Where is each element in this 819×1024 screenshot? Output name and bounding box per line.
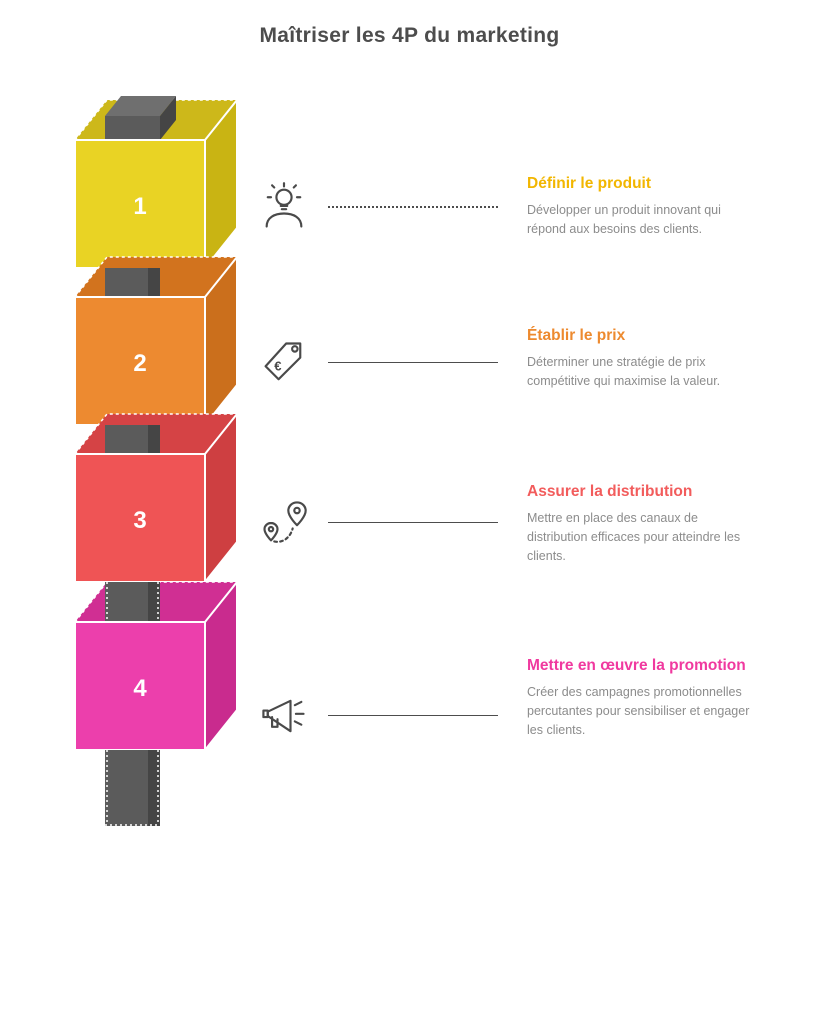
connector-line-1	[328, 206, 498, 208]
page-title: Maîtriser les 4P du marketing	[259, 24, 560, 47]
pillar-top-segment	[105, 96, 176, 140]
cube-step-3: 3	[73, 411, 239, 585]
pillar-top-face	[105, 96, 176, 116]
cube-tower: 1 2 3	[73, 96, 239, 826]
cube-step-1: 1	[73, 96, 239, 271]
step-description: Créer des campagnes promotionnelles perc…	[527, 685, 750, 737]
svg-text:€: €	[274, 359, 281, 374]
cube-number-1: 1	[133, 193, 146, 220]
innovation-bulb-person-icon	[258, 181, 310, 233]
step-description: Développer un produit innovant qui répon…	[527, 203, 721, 237]
pillar-connector-3-4	[105, 582, 160, 622]
pillar-side-shade	[148, 425, 160, 454]
step-heading: Établir le prix	[527, 327, 626, 344]
pillar-side-shade	[148, 582, 160, 622]
pillar-front-face	[105, 116, 160, 140]
cube-front-face	[74, 296, 206, 426]
step-heading: Mettre en œuvre la promotion	[527, 657, 746, 674]
route-location-pins-icon	[258, 497, 310, 549]
pillar-side-face	[160, 96, 176, 140]
connector-line-3	[328, 522, 498, 523]
step-text-3: Assurer la distribution Mettre en place …	[527, 482, 752, 566]
pillar-bottom-segment	[105, 750, 160, 826]
step-text-1: Définir le produit Développer un produit…	[527, 174, 752, 239]
price-tag-icon: €	[258, 337, 310, 389]
step-heading: Assurer la distribution	[527, 483, 693, 500]
step-description: Déterminer une stratégie de prix compéti…	[527, 355, 721, 389]
step-heading: Définir le produit	[527, 175, 651, 192]
cube-front-face	[74, 139, 206, 269]
cube-number-2: 2	[133, 350, 146, 377]
cube-step-2: 2	[73, 254, 239, 428]
cube-front-face	[74, 621, 206, 751]
step-description: Mettre en place des canaux de distributi…	[527, 511, 741, 563]
connector-line-2	[328, 362, 498, 363]
cube-number-3: 3	[133, 507, 146, 534]
megaphone-icon	[258, 690, 310, 742]
pillar-side-shade	[148, 750, 160, 826]
pillar-connector-1-2	[105, 268, 160, 297]
cube-step-4: 4	[73, 579, 239, 753]
cube-front-face	[74, 453, 206, 583]
step-text-4: Mettre en œuvre la promotion Créer des c…	[527, 656, 752, 740]
connector-line-4	[328, 715, 498, 716]
step-text-2: Établir le prix Déterminer une stratégie…	[527, 326, 752, 391]
pillar-side-shade	[148, 268, 160, 297]
cube-number-4: 4	[133, 675, 147, 702]
pillar-connector-2-3	[105, 425, 160, 454]
